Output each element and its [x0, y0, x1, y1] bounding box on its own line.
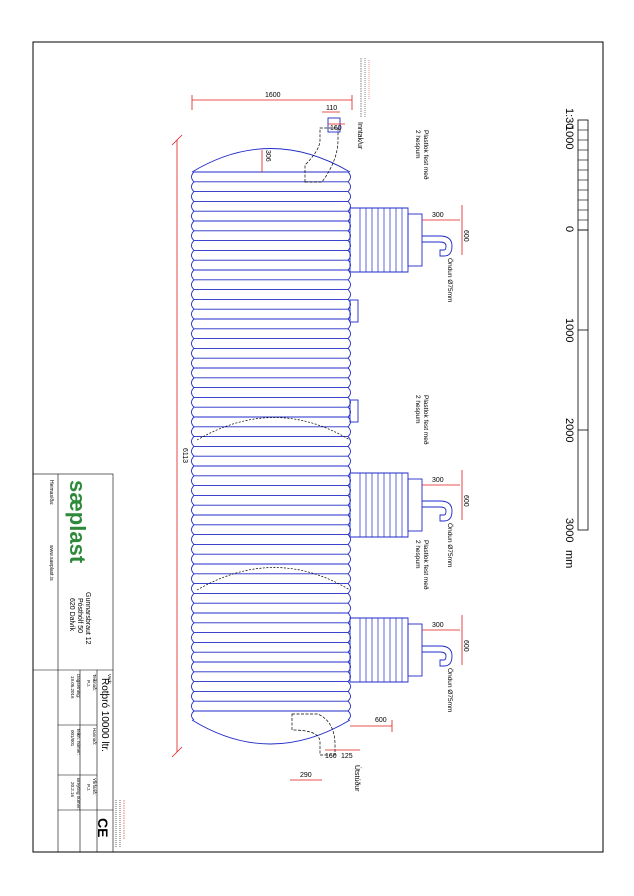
vent-pipe	[422, 235, 453, 257]
yfir-label: Yfirfarið:	[92, 778, 98, 795]
outlet-label: Útstúður	[353, 765, 362, 792]
tank-end-bottom	[191, 719, 351, 745]
dim-300: 300	[432, 212, 444, 219]
inlet-label: Inntak/ur	[356, 122, 363, 150]
company-address-3: 620 Dalvík	[68, 598, 75, 632]
nr-label: Teikn. númer:	[76, 728, 81, 755]
teikn-label: Teiknað:	[92, 674, 98, 691]
vent-riser-body	[349, 207, 409, 273]
scale-tick-label: 1000	[563, 125, 575, 149]
vent-screws-label: 2 hespum	[414, 395, 421, 424]
scale-unit: mm	[563, 550, 575, 568]
partition-2	[196, 567, 351, 591]
scale-tick-label: 2000	[563, 418, 575, 442]
tank	[191, 148, 359, 745]
scale-bar: 1:30 1000 0 1000 2000 3000 mm	[563, 108, 589, 568]
dim-1600: 1600	[265, 92, 281, 99]
company-address-1: Gunnarsbraut 12	[84, 592, 91, 645]
vent-screws-label: 2 hespum	[414, 130, 421, 159]
tank-end-top	[191, 148, 351, 173]
dim-160-inlet: 160	[330, 125, 342, 132]
stamp-marks	[115, 800, 125, 848]
tank-wall-left	[191, 171, 195, 721]
scale-bar-frame	[577, 119, 589, 531]
dags-value: 19.05.2016	[70, 676, 75, 699]
dimensions	[171, 95, 393, 781]
nr-value: 001/001	[70, 730, 75, 747]
company-address-2: Pósthólf 50	[76, 598, 83, 633]
vent-pipe-label: Öndun Ø75mm	[446, 258, 454, 302]
vent-screws-label: 2 hespum	[414, 540, 421, 569]
br-value: 20.2.16	[70, 782, 75, 798]
hann-label: Hannað:	[92, 728, 98, 745]
side-box	[349, 299, 359, 323]
inlet-pipe	[304, 117, 341, 183]
br-label: Breyting númer:	[76, 778, 81, 810]
title-block-text: sæplast Gunnarsbraut 12 Pósthólf 50 620 …	[48, 480, 112, 837]
yfir-value: P.J.	[86, 784, 91, 791]
vent-pipe-label: Öndun Ø75mm	[446, 523, 454, 567]
dim-110: 110	[326, 105, 337, 112]
dim-600: 600	[462, 495, 469, 507]
scale-minor-ticks	[578, 129, 588, 231]
vent-cap	[407, 478, 423, 532]
title-block	[32, 473, 114, 853]
top-note	[360, 58, 370, 118]
dimension-labels: 6113 1600 110 160 306 Inntak/ur 600 160 …	[181, 92, 387, 792]
company-logo: sæplast	[65, 480, 90, 564]
sheet-border	[32, 41, 604, 853]
vent-riser-body	[349, 472, 409, 538]
ce-mark: CE	[95, 818, 111, 837]
dim-600: 600	[462, 230, 469, 242]
dim-overall: 6113	[181, 448, 188, 463]
teikn-value: P.J.	[86, 680, 91, 687]
web-url: www.saeplast.is	[48, 545, 54, 581]
scale-tick-label: 0	[563, 226, 575, 232]
vent-cap-label: Plastlok fest með	[422, 130, 430, 180]
verk-value: Rotþró 10000 ltr.	[99, 678, 110, 752]
dim-160-outlet: 160	[325, 753, 337, 760]
tank-ribs	[194, 171, 348, 712]
vent-pipe-label: Öndun Ø75mm	[446, 668, 454, 712]
vent-pipe	[422, 500, 453, 522]
partition-1	[196, 417, 351, 441]
dim-600-outlet: 600	[375, 717, 387, 724]
dags-label: Dagsetning:	[76, 674, 81, 698]
dim-125: 125	[341, 753, 353, 760]
dim-300: 300	[432, 622, 444, 629]
vent-pipe	[422, 645, 453, 667]
dim-600: 600	[462, 640, 469, 652]
side-box	[349, 399, 359, 423]
scale-tick-label: 1000	[563, 318, 575, 342]
vent-cap	[407, 623, 423, 677]
web-label: Heimasíða:	[48, 480, 55, 505]
scale-tick-label: 3000	[563, 518, 575, 542]
scale-ratio: 1:30	[563, 108, 575, 129]
vent-cap	[407, 213, 423, 267]
vent-cap-label: Plastlok fest með	[422, 540, 430, 590]
verk-label: Verk:	[107, 674, 112, 684]
outlet-pipe	[291, 713, 336, 756]
vent-riser-body	[349, 617, 409, 683]
dim-290: 290	[300, 772, 312, 779]
dim-306: 306	[264, 150, 271, 162]
vent-cap-label: Plastlok fest með	[422, 395, 430, 445]
dim-300: 300	[432, 477, 444, 484]
